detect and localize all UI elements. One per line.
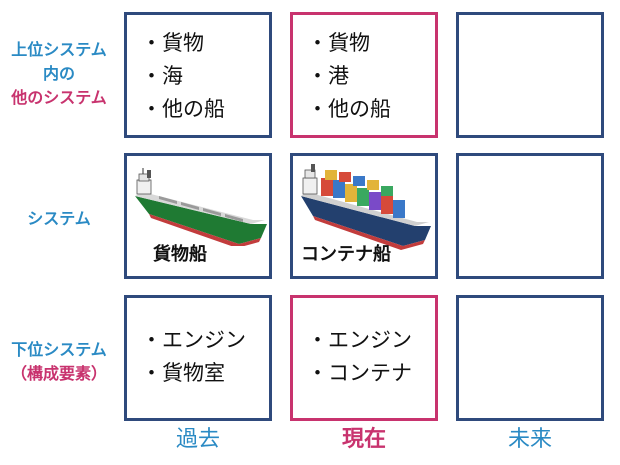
row-label-supersystem: 上位システム 内の 他のシステム [0, 38, 118, 110]
cell-system-past: 貨物船 [124, 153, 272, 279]
cell-supersystem-present: 貨物 港 他の船 [290, 12, 438, 138]
cell-supersystem-past: 貨物 海 他の船 [124, 12, 272, 138]
container-ship-icon [301, 164, 431, 250]
list-item: エンジン [141, 324, 246, 357]
list-item: コンテナ [307, 357, 412, 390]
list-supersystem-past: 貨物 海 他の船 [141, 27, 225, 126]
cargo-ship-icon [135, 168, 267, 246]
column-label-present: 現在 [341, 427, 386, 452]
cell-supersystem-future [456, 12, 604, 138]
column-label-future: 未来 [507, 427, 552, 452]
cell-subsystem-present: エンジン コンテナ [290, 295, 438, 421]
row-label-system: システム [0, 207, 118, 231]
ship-caption-present: コンテナ船 [301, 244, 391, 265]
list-subsystem-present: エンジン コンテナ [307, 324, 412, 390]
cell-subsystem-past: エンジン 貨物室 [124, 295, 272, 421]
cell-system-present: コンテナ船 [290, 153, 438, 279]
list-supersystem-present: 貨物 港 他の船 [307, 27, 391, 126]
row-label-subsystem-line-1: 下位システム [11, 340, 107, 359]
cell-system-future [456, 153, 604, 279]
list-item: 他の船 [307, 93, 391, 126]
list-item: 他の船 [141, 93, 225, 126]
list-item: 貨物 [141, 27, 225, 60]
list-item: エンジン [307, 324, 412, 357]
list-item: 貨物 [307, 27, 391, 60]
row-label-supersystem-line-1: 上位システム [11, 40, 107, 59]
list-item: 港 [307, 60, 391, 93]
column-label-past: 過去 [175, 427, 220, 452]
row-label-supersystem-line-3: 他のシステム [11, 88, 107, 107]
list-subsystem-past: エンジン 貨物室 [141, 324, 246, 390]
row-label-subsystem-line-2: （構成要素） [10, 364, 107, 383]
row-label-system-line-1: システム [27, 209, 91, 228]
row-label-subsystem: 下位システム （構成要素） [0, 338, 118, 386]
row-label-supersystem-line-2: 内の [42, 64, 75, 83]
list-item: 貨物室 [141, 357, 246, 390]
list-item: 海 [141, 60, 225, 93]
ship-caption-past: 貨物船 [153, 244, 207, 265]
cell-subsystem-future [456, 295, 604, 421]
